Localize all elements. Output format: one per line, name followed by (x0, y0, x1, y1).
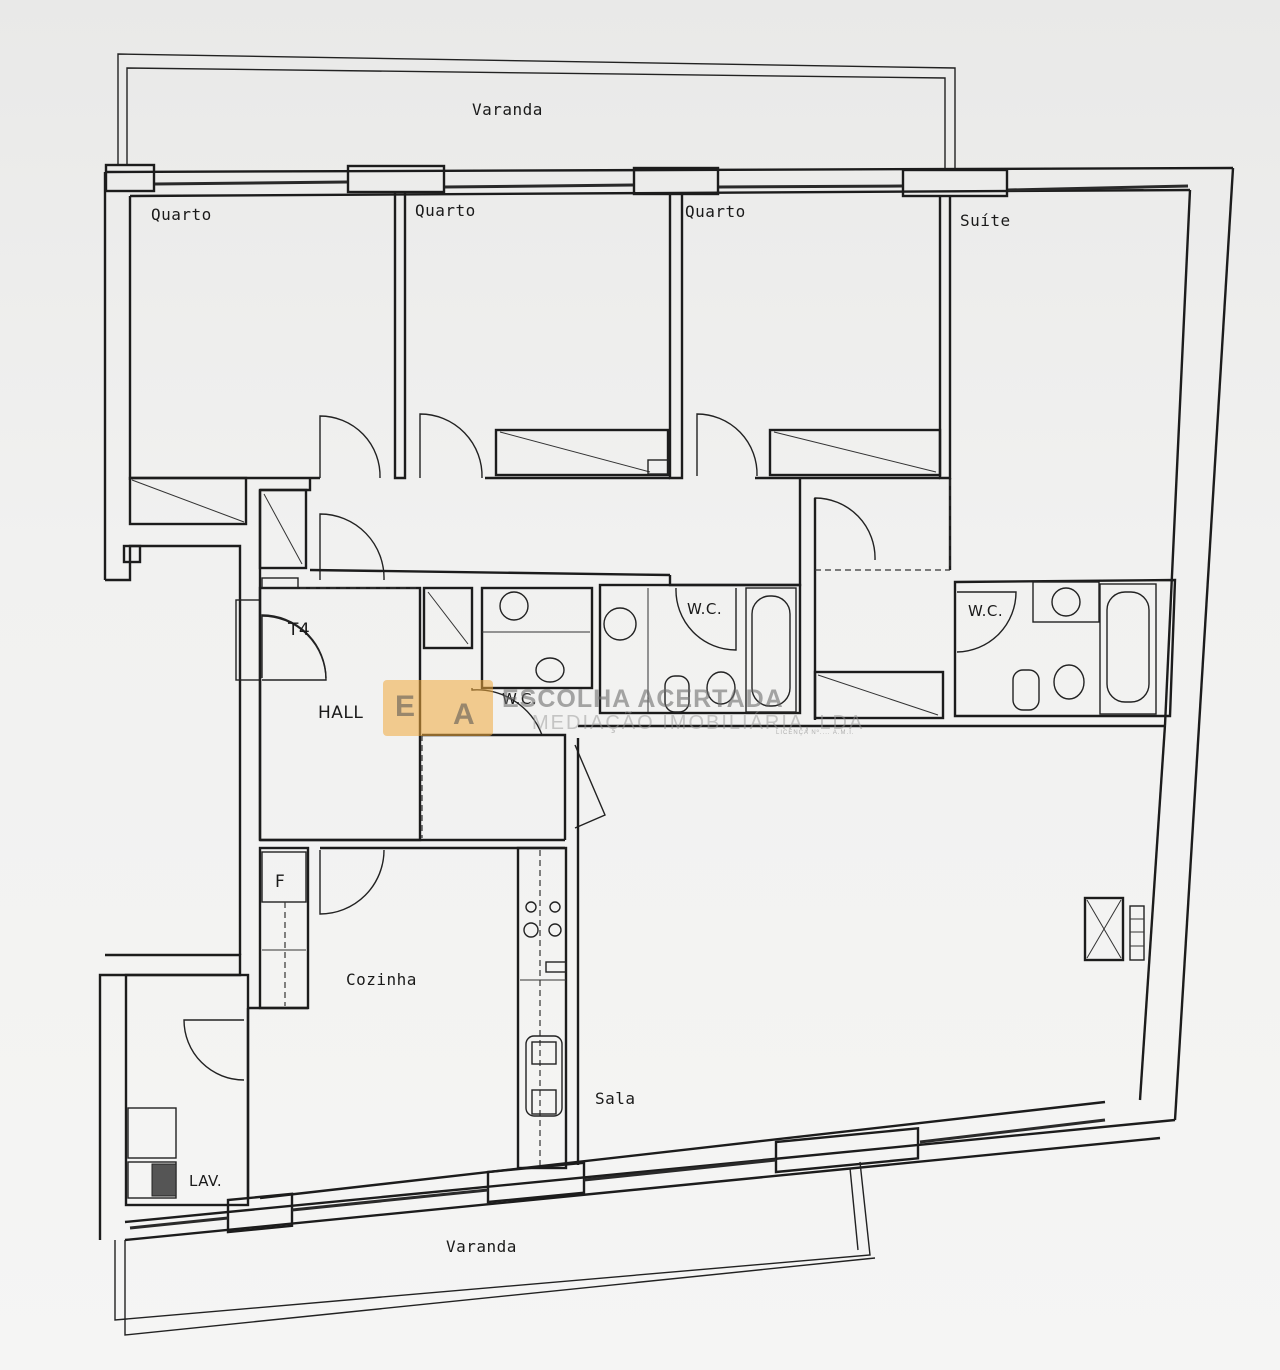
kitchen (246, 846, 568, 1198)
watermark-company-name: ESCOLHA ACERTADA (502, 685, 784, 713)
label-cozinha: Cozinha (346, 970, 417, 989)
window-piers-bottom (129, 1118, 1106, 1234)
watermark-subtitle: MEDIAÇÃO IMOBILIÁRIA, LDA (532, 712, 865, 734)
label-quarto-3: Quarto (685, 202, 746, 221)
label-varanda-top: Varanda (472, 100, 543, 119)
corridor-walls (258, 478, 951, 840)
label-fridge: F (275, 872, 286, 892)
wardrobes (128, 428, 942, 650)
watermark-logo: E A (383, 680, 493, 736)
label-varanda-bottom: Varanda (446, 1237, 517, 1256)
bedroom-doors (319, 413, 876, 581)
label-wc-main: W.C. (687, 600, 723, 618)
label-sala: Sala (595, 1089, 636, 1108)
label-quarto-1: Quarto (151, 205, 212, 224)
label-lavandaria: LAV. (189, 1172, 223, 1190)
label-wc-suite: W.C. (968, 602, 1004, 620)
label-suite: Suíte (960, 211, 1011, 230)
outer-walls (103, 166, 1235, 1242)
left-service-strip (98, 544, 261, 1240)
laundry (124, 973, 250, 1207)
window-piers-top (104, 163, 1189, 198)
label-quarto-2: Quarto (415, 201, 476, 220)
watermark-license: LICENÇA Nº.... A.M.I. (776, 730, 855, 736)
sala-walls (576, 724, 1165, 1165)
watermark-logo-a: A (453, 698, 475, 731)
label-typology: T4 (288, 620, 311, 640)
suite-wc (953, 578, 1177, 718)
main-wc (598, 583, 802, 715)
bottom-balcony-outline (114, 1161, 876, 1336)
watermark-logo-e: E (395, 690, 416, 723)
top-balcony-outline (117, 53, 956, 170)
label-wc-guest: W.C. (502, 690, 538, 708)
label-hall: HALL (318, 703, 364, 723)
suite-closet (813, 670, 945, 720)
bedroom-partitions (130, 192, 952, 570)
